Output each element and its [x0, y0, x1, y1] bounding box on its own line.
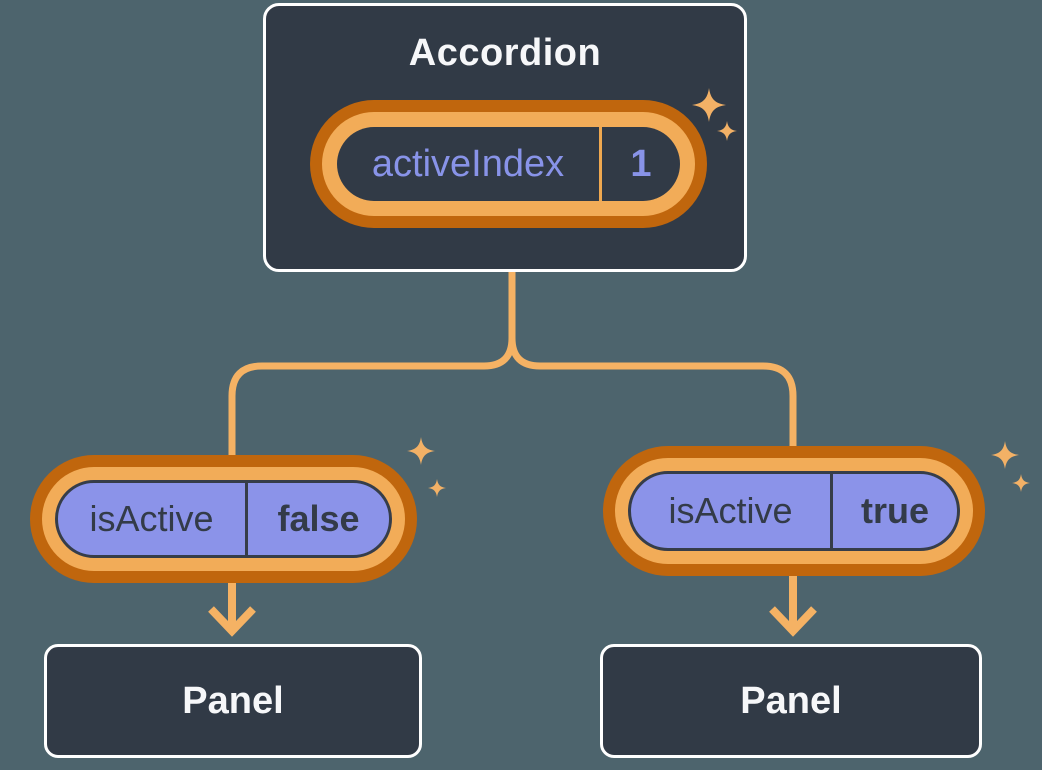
panel-title: Panel	[182, 679, 284, 722]
panel-card-left: Panel	[44, 644, 422, 758]
prop-name-label: isActive	[89, 498, 214, 539]
pill-ring-outer: isActive true	[603, 446, 985, 576]
branch-line-left	[228, 272, 516, 457]
arrow-head-right	[769, 606, 817, 637]
component-title: Accordion	[408, 32, 602, 74]
pill-divider	[599, 127, 602, 201]
arrow-head-left	[208, 606, 256, 637]
pill-divider	[830, 474, 833, 548]
branch-line-right	[508, 272, 797, 448]
prop-value-label: true	[860, 490, 929, 531]
panel-title: Panel	[740, 679, 842, 722]
pill-divider	[245, 483, 248, 555]
prop-pill-core: isActive true	[628, 471, 960, 551]
pill-ring-inner: isActive false	[42, 467, 405, 571]
state-value-label: 1	[630, 142, 652, 185]
prop-pill-isactive-false: isActive false	[30, 455, 417, 583]
pill-ring-inner: activeIndex 1	[322, 112, 695, 216]
pill-ring-outer: isActive false	[30, 455, 417, 583]
prop-value-label: false	[277, 498, 360, 539]
panel-card-right: Panel	[600, 644, 982, 758]
state-pill-core: activeIndex 1	[337, 127, 680, 201]
state-pill-activeindex: activeIndex 1	[310, 100, 707, 228]
prop-name-label: isActive	[668, 490, 793, 531]
pill-ring-outer: activeIndex 1	[310, 100, 707, 228]
pill-ring-inner: isActive true	[615, 458, 973, 564]
prop-pill-core: isActive false	[55, 480, 392, 558]
prop-pill-isactive-true: isActive true	[603, 446, 985, 576]
state-name-label: activeIndex	[371, 142, 565, 185]
